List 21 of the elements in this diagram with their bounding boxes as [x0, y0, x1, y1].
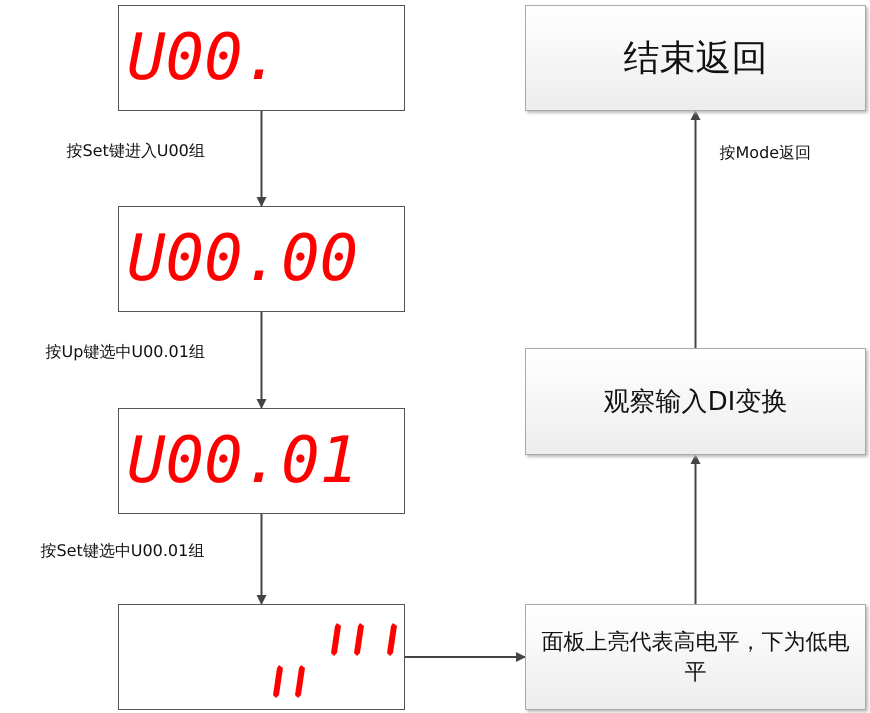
box-text: 观察输入DI变换	[604, 386, 788, 419]
display-readout: U00.	[127, 26, 282, 90]
arrow	[690, 110, 700, 348]
display-box	[118, 5, 405, 111]
edge-label: 按Set键进入U00组	[64, 140, 207, 162]
display-box	[118, 408, 405, 514]
process-box	[525, 348, 866, 455]
arrow	[690, 454, 700, 604]
display-box	[118, 206, 405, 312]
box-text: 结束返回	[624, 36, 768, 80]
arrow	[405, 652, 526, 662]
edge-label: 按Up键选中U00.01组	[44, 342, 207, 363]
display-readout: U00.01	[127, 429, 358, 493]
process-box	[525, 5, 866, 111]
arrow	[256, 111, 266, 207]
display-box	[118, 604, 405, 710]
arrow	[256, 514, 266, 605]
box-text: 面板上亮代表高电平，下为低电平	[540, 629, 850, 687]
process-box	[525, 604, 866, 710]
arrow	[256, 312, 266, 409]
display-readout: U00.00	[127, 227, 358, 291]
